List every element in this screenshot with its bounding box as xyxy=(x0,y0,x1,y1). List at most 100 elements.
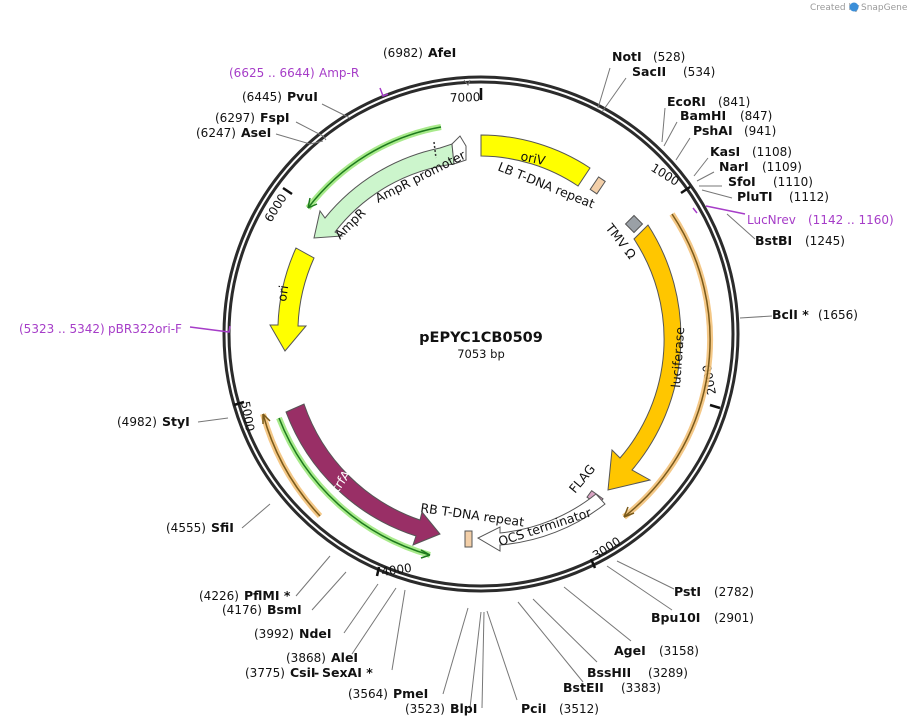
feature-label-flag: FLAG xyxy=(566,461,598,496)
site-label: SacII xyxy=(632,64,666,79)
site-label: SexAI * xyxy=(322,665,373,680)
site-label: BclI * xyxy=(772,307,809,322)
site-label: EcoRI xyxy=(667,94,706,109)
credit-text: Created by xyxy=(810,3,860,13)
feature-luciferase xyxy=(607,224,682,491)
tick-label-6000: 6000 xyxy=(262,191,290,224)
orf-arc-line xyxy=(307,126,442,209)
feature-tmv-omega xyxy=(624,214,644,234)
site-label: BsmI xyxy=(267,602,302,617)
site-pos: (941) xyxy=(744,124,776,138)
site-separator: - xyxy=(314,665,319,680)
feature-label-rb-t-dna-repeat: RB T-DNA repeat xyxy=(420,500,526,529)
plasmid-name: pEPYC1CB0509 xyxy=(419,330,543,346)
feature-ampr-promoter xyxy=(451,135,467,165)
site-pos: (6445) xyxy=(242,90,282,104)
site-pos: (3564) xyxy=(348,687,388,701)
primer-mark-lucnrev xyxy=(692,205,746,215)
site-label: BstEII xyxy=(563,680,604,695)
site-pos: (4555) xyxy=(166,521,206,535)
feature-label-oriv: oriV xyxy=(519,148,547,168)
site-label: AgeI xyxy=(614,643,646,658)
site-pos: (3775) xyxy=(245,666,285,680)
site-pos: (6247) xyxy=(196,126,236,140)
site-label: CsiI xyxy=(290,665,316,680)
tick-label-5000: 5000 xyxy=(238,400,257,433)
site-pos: (3289) xyxy=(648,666,688,680)
backbone-inner-ring xyxy=(227,80,735,588)
site-label: BssHII xyxy=(587,665,631,680)
features xyxy=(269,134,682,552)
site-label: NarI xyxy=(719,159,749,174)
site-label: NdeI xyxy=(299,626,332,641)
site-pos: (3383) xyxy=(621,681,661,695)
snapgene-credit: Created by SnapGene xyxy=(810,2,908,13)
ampr-start-marker xyxy=(433,141,437,159)
site-leader-lines xyxy=(197,67,773,709)
site-label: AseI xyxy=(241,125,271,140)
site-pos: (1245) xyxy=(805,234,845,248)
tick-label-4000: 4000 xyxy=(380,561,412,579)
site-label: KasI xyxy=(710,144,740,159)
primer-label: pBR322ori-F xyxy=(108,322,182,336)
site-pos: (1112) xyxy=(789,190,829,204)
feature-trfa xyxy=(285,403,441,546)
primers: (6625 .. 6644) Amp-R LucNrev (1142 .. 11… xyxy=(19,66,894,336)
site-pos: (1656) xyxy=(818,308,858,322)
site-pos: (841) xyxy=(718,95,750,109)
site-pos: (847) xyxy=(740,109,772,123)
orf-arrowhead xyxy=(262,413,271,424)
feature-rb-t-dna-repeat xyxy=(464,530,473,548)
site-label: NotI xyxy=(612,49,642,64)
primer-range: (1142 .. 1160) xyxy=(808,213,894,227)
feature-ampr xyxy=(313,143,455,239)
orf-arrowhead xyxy=(307,197,318,209)
bp-tick-marks xyxy=(233,88,721,577)
site-pos: (1110) xyxy=(773,175,813,189)
site-pos: (1108) xyxy=(752,145,792,159)
site-pos: (1109) xyxy=(762,160,802,174)
site-pos: (528) xyxy=(653,50,685,64)
site-pos: (3868) xyxy=(286,651,326,665)
orf-arc-line xyxy=(278,417,431,556)
backbone-outer-ring xyxy=(222,75,740,593)
site-label: SfoI xyxy=(728,174,756,189)
site-pos: (4176) xyxy=(222,603,262,617)
feature-ocs-terminator xyxy=(476,493,606,552)
site-pos: (3992) xyxy=(254,627,294,641)
primer-range: (5323 .. 5342) xyxy=(19,322,105,336)
feature-ori xyxy=(269,247,315,352)
primer-label: Amp-R xyxy=(319,66,359,80)
credit-brand: SnapGene xyxy=(861,3,908,13)
primer-range: (6625 .. 6644) xyxy=(229,66,315,80)
site-label: BstBI xyxy=(755,233,792,248)
site-pos: (6297) xyxy=(215,111,255,125)
plasmid-length: 7053 bp xyxy=(457,347,505,361)
snapgene-logo-icon xyxy=(849,2,859,12)
site-label: Bpu10I xyxy=(651,610,700,625)
feature-oriv xyxy=(480,134,591,187)
site-pos: (3512) xyxy=(559,702,599,716)
site-pos: (3523) xyxy=(405,702,445,716)
site-pos: (6982) xyxy=(383,46,423,60)
primer-mark-amp-r xyxy=(379,87,389,97)
site-pos: (4226) xyxy=(199,589,239,603)
site-label: AfeI xyxy=(428,45,456,60)
site-label: StyI xyxy=(162,414,190,429)
site-pos: (4982) xyxy=(117,415,157,429)
site-label: BlpI xyxy=(450,701,477,716)
orf-arrowhead xyxy=(420,549,431,559)
site-pos: (2782) xyxy=(714,585,754,599)
site-label: BamHI xyxy=(680,108,726,123)
orf-arcs xyxy=(260,124,714,559)
site-label: PshAI xyxy=(693,123,733,138)
site-label: SfiI xyxy=(211,520,234,535)
site-label: PflMI * xyxy=(244,588,291,603)
primer-label: LucNrev xyxy=(747,213,796,227)
orf-arc-line xyxy=(262,413,321,517)
site-label: PluTI xyxy=(737,189,773,204)
site-label: FspI xyxy=(260,110,290,125)
site-label: PvuI xyxy=(287,89,318,104)
feature-lb-t-dna-repeat xyxy=(589,176,606,195)
